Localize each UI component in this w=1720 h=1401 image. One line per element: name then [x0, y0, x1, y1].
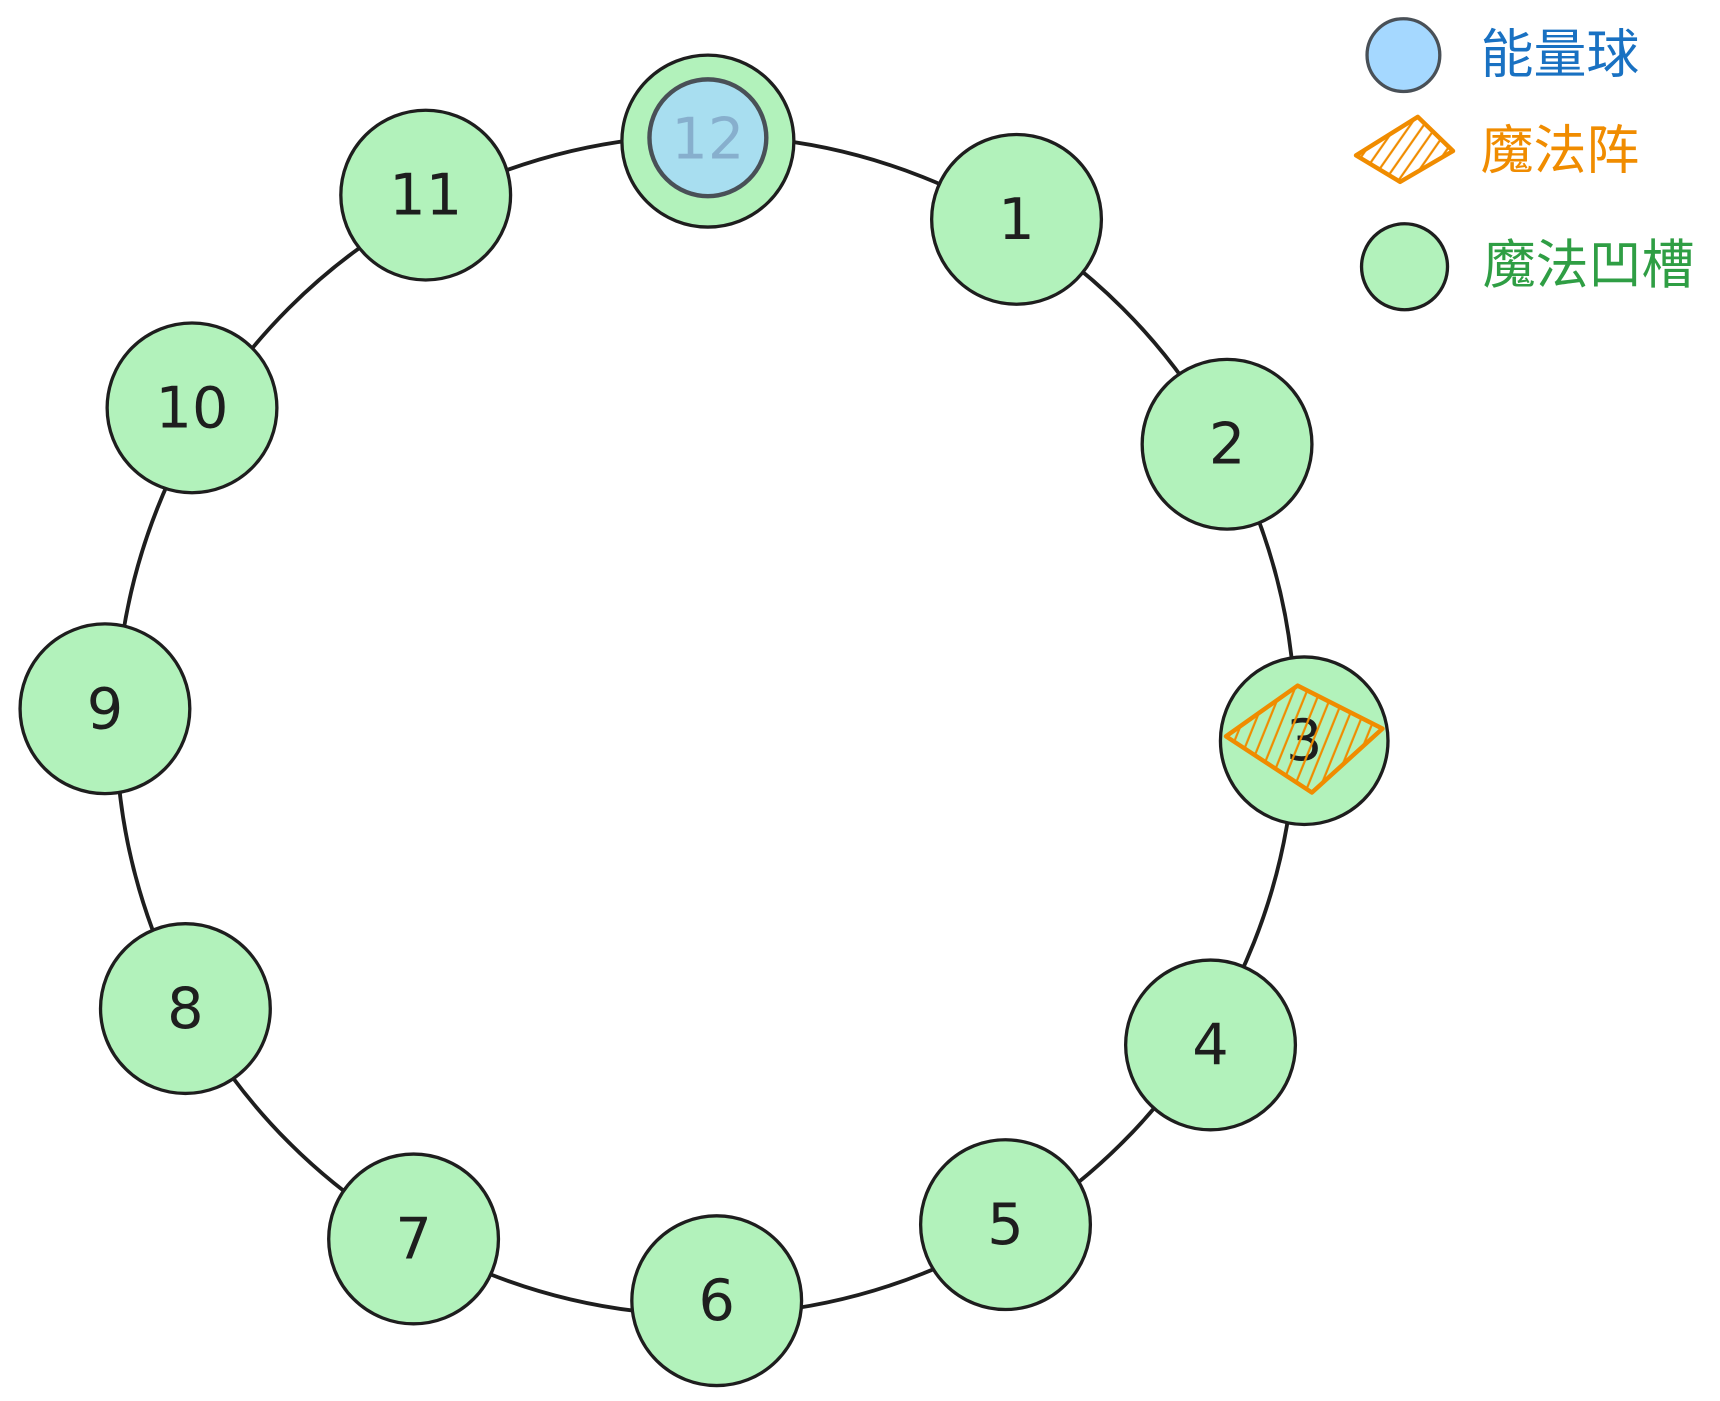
magic-slot-3: 3: [1218, 655, 1390, 827]
magic-slot-icon: [98, 922, 272, 1096]
slot-number: 10: [156, 374, 229, 441]
magic-slot-1: 1: [929, 132, 1104, 306]
magic-slot-icon: [1140, 357, 1314, 531]
energy-ball-icon: [647, 77, 769, 199]
magic-slot-4: 4: [1123, 958, 1298, 1132]
magic-slot-icon: [918, 1138, 1093, 1312]
magic-slot-8: 8: [98, 922, 272, 1096]
slot-number: 7: [395, 1205, 431, 1272]
slot-number: 8: [167, 975, 203, 1042]
magic-slot-icon: [630, 1214, 804, 1388]
energy-ball-icon: [1365, 17, 1442, 94]
magic-array-icon: [1353, 114, 1456, 185]
legend-item-magic-array: 魔法阵: [1353, 114, 1640, 185]
magic-slot-9: 9: [18, 622, 192, 796]
magic-slot-icon: [327, 1152, 501, 1326]
slot-number: 9: [87, 675, 123, 742]
magic-slot-icon: [105, 321, 279, 495]
slot-number: 5: [987, 1191, 1023, 1258]
magic-slot-7: 7: [327, 1152, 501, 1326]
magic-slot-11: 11: [339, 108, 513, 282]
slot-number: 6: [698, 1267, 734, 1334]
magic-slot-6: 6: [630, 1214, 804, 1388]
magic-slot-icon: [1123, 958, 1298, 1132]
legend: 能量球 魔法阵 魔法凹槽: [1353, 17, 1695, 312]
magic-slot-icon: [18, 622, 192, 796]
legend-label-energy-ball: 能量球: [1481, 25, 1640, 86]
magic-slot-icon: [339, 108, 513, 282]
legend-label-magic-slot: 魔法凹槽: [1483, 235, 1695, 296]
legend-item-magic-slot: 魔法凹槽: [1359, 222, 1695, 312]
legend-label-magic-array: 魔法阵: [1481, 121, 1640, 182]
slot-number: 2: [1209, 411, 1245, 478]
magic-array-icon: [1223, 683, 1385, 795]
slot-number: 1: [998, 186, 1034, 253]
magic-slot-5: 5: [918, 1138, 1093, 1312]
slot-number: 4: [1192, 1011, 1228, 1078]
slot-ring: [114, 133, 1298, 1317]
magic-slot-12: 12: [620, 53, 796, 229]
legend-item-energy-ball: 能量球: [1365, 17, 1640, 94]
magic-slot-2: 2: [1140, 357, 1314, 531]
slot-number: 11: [389, 162, 462, 229]
magic-slot-icon: [929, 132, 1104, 306]
magic-slot-icon: [1359, 222, 1450, 312]
magic-slot-10: 10: [105, 321, 279, 495]
